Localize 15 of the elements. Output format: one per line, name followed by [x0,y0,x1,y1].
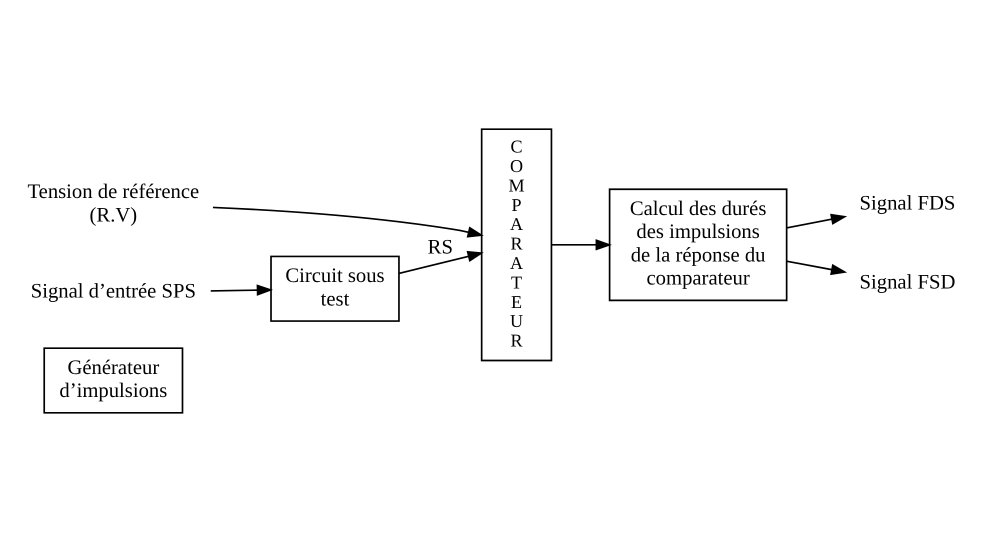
node-box: Circuit sous test [270,255,400,322]
arrow [786,213,848,228]
arrow [552,238,612,250]
node-box: COMPARATEUR [480,128,552,361]
arrow [399,250,484,274]
node-text: Signal FSD [860,271,956,294]
node-text: Signal d’entrée SPS [30,280,196,302]
arrow [786,260,848,275]
node-box: Calcul des durés des impulsions de la réponse du comparateur [608,188,788,301]
arrow [210,284,273,296]
node-text: Signal FDS [860,192,956,214]
arrow [212,206,484,238]
edge-label: RS [428,236,453,258]
node-box: Générateur d’impulsions [43,346,184,414]
node-text: Tension de référence (R.V) [27,180,200,226]
